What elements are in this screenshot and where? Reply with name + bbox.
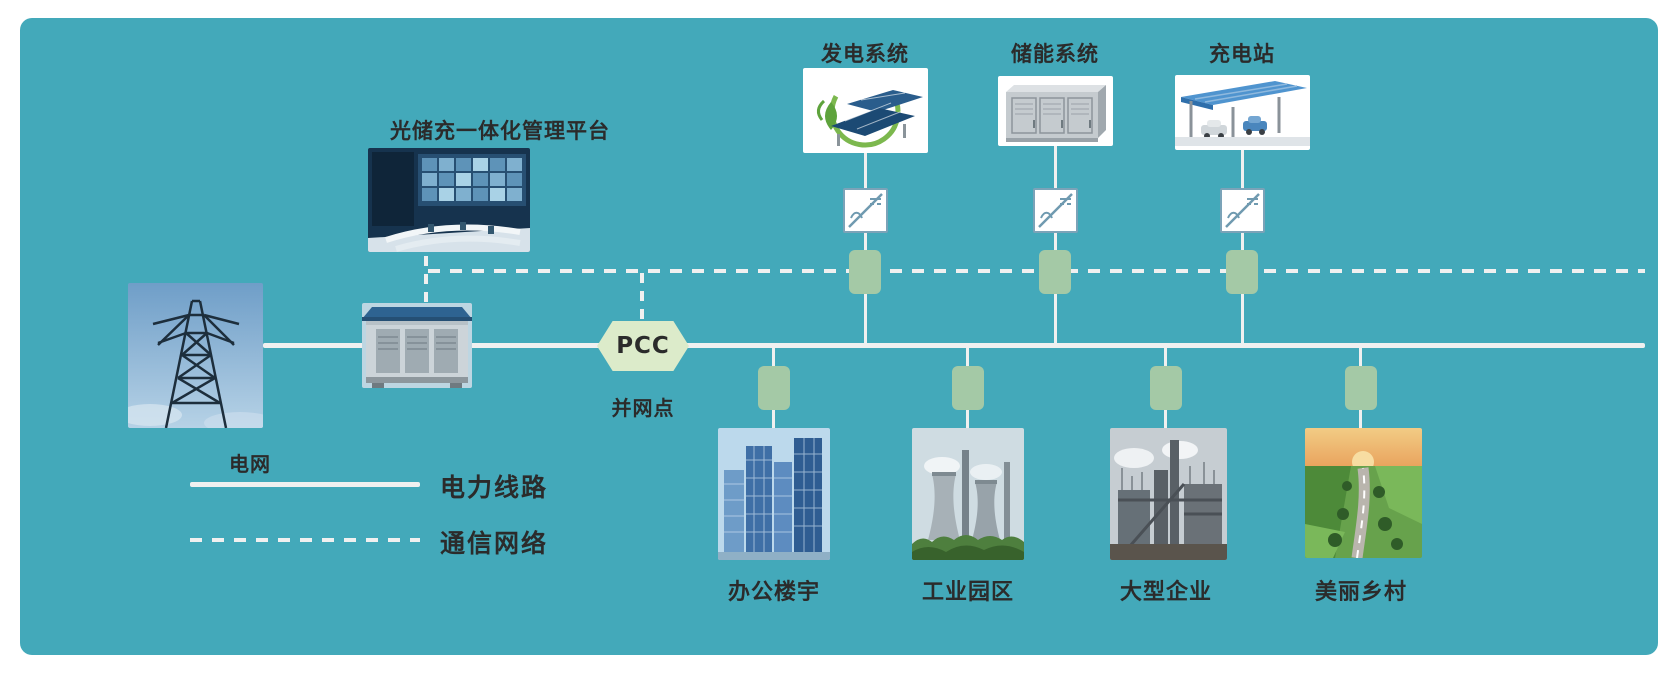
communication-bus-line [428, 269, 1645, 273]
inverter-icon-generation [843, 188, 888, 233]
inverter-icon-storage [1033, 188, 1078, 233]
generation-image-riser [864, 153, 867, 188]
connector-block-generation [849, 250, 881, 294]
control-room-image [368, 148, 530, 252]
storage-image-riser [1054, 146, 1057, 188]
pcc-label: PCC [616, 333, 670, 359]
countryside-image [1305, 428, 1422, 558]
load-label-industrial: 工业园区 [921, 580, 1014, 605]
pcc-sublabel: 并网点 [611, 396, 675, 420]
office-buildings-image [718, 428, 830, 560]
top-system-label-storage: 储能系统 [1011, 42, 1099, 66]
transformer-station-image [362, 303, 472, 388]
top-system-label-generation: 发电系统 [821, 42, 909, 66]
connector-block-countryside [1345, 366, 1377, 410]
charging-station-image [1175, 75, 1310, 150]
inverter-icon-charging [1220, 188, 1265, 233]
pcc-comm-riser [640, 273, 644, 323]
large-enterprise-image [1110, 428, 1227, 560]
top-system-label-charging: 充电站 [1209, 42, 1275, 66]
grid-tower-image [128, 283, 263, 428]
pcc-node: PCC [597, 321, 689, 371]
solar-generation-image [803, 68, 928, 153]
power-bus-line [263, 343, 1645, 348]
legend-power-line-label: 电力线路 [440, 473, 549, 502]
industrial-park-image [912, 428, 1024, 560]
load-label-enterprise: 大型企业 [1119, 580, 1212, 605]
platform-comm-riser [424, 256, 428, 310]
charging-image-riser [1241, 150, 1244, 188]
energy-storage-image [998, 76, 1113, 146]
platform-label: 光储充一体化管理平台 [390, 119, 610, 143]
legend-comm-line-sample [190, 538, 420, 542]
load-label-countryside: 美丽乡村 [1314, 580, 1407, 605]
connector-block-charging [1226, 250, 1258, 294]
diagram-background-panel: PCC 并网点 [20, 18, 1658, 655]
connector-block-enterprise [1150, 366, 1182, 410]
load-label-office: 办公楼宇 [727, 580, 820, 605]
grid-label: 电网 [229, 452, 271, 476]
legend-power-line-sample [190, 482, 420, 487]
legend-comm-line-label: 通信网络 [440, 529, 549, 558]
connector-block-storage [1039, 250, 1071, 294]
connector-block-industrial [952, 366, 984, 410]
connector-block-office [758, 366, 790, 410]
